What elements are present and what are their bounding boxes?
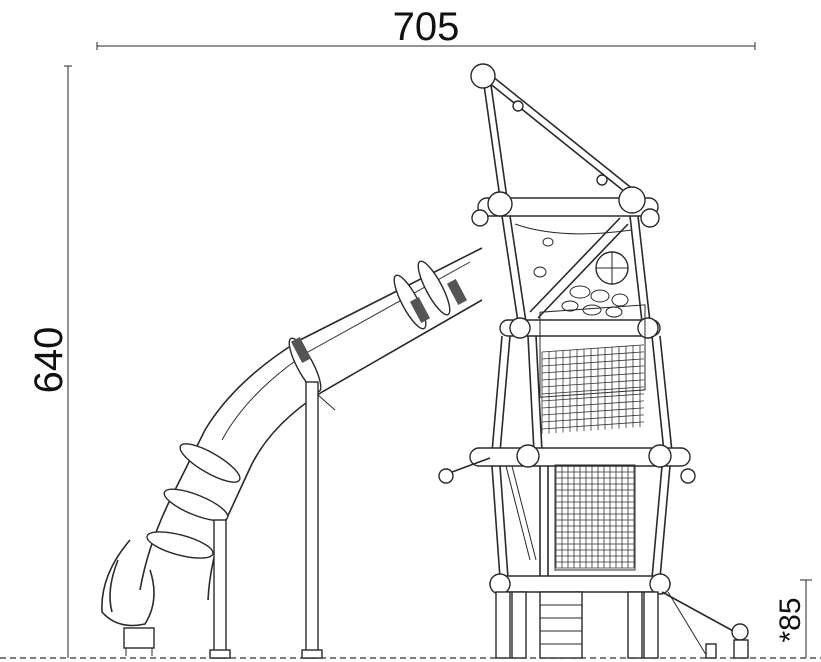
net-strand: [541, 358, 645, 367]
slide-support-posts: [209, 381, 336, 659]
entry-ladder: [539, 591, 583, 659]
rope-climb: [661, 591, 749, 659]
depth-dimension-label: *85: [774, 597, 807, 642]
net-strand: [541, 372, 645, 381]
tube-slide: [101, 247, 483, 656]
height-dimension: 640: [27, 65, 72, 658]
width-dimension: 705: [96, 5, 756, 50]
net-strand: [541, 365, 645, 374]
net-strand: [541, 421, 645, 430]
width-dimension-label: 705: [393, 5, 460, 49]
net-strand: [541, 379, 645, 388]
climbing-tower: [438, 63, 749, 659]
depth-dimension: *85: [774, 579, 812, 658]
net-strand: [541, 414, 645, 423]
height-dimension-label: 640: [27, 327, 71, 394]
net-strand: [541, 407, 645, 416]
net-strand: [541, 351, 645, 360]
net-strand: [541, 393, 645, 402]
net-strand: [541, 400, 645, 409]
lower-climbing-net: [554, 464, 636, 571]
net-strand: [541, 386, 645, 395]
top-finial-ball: [470, 63, 496, 89]
upper-climbing-net: [539, 304, 646, 434]
net-strand: [541, 344, 645, 353]
